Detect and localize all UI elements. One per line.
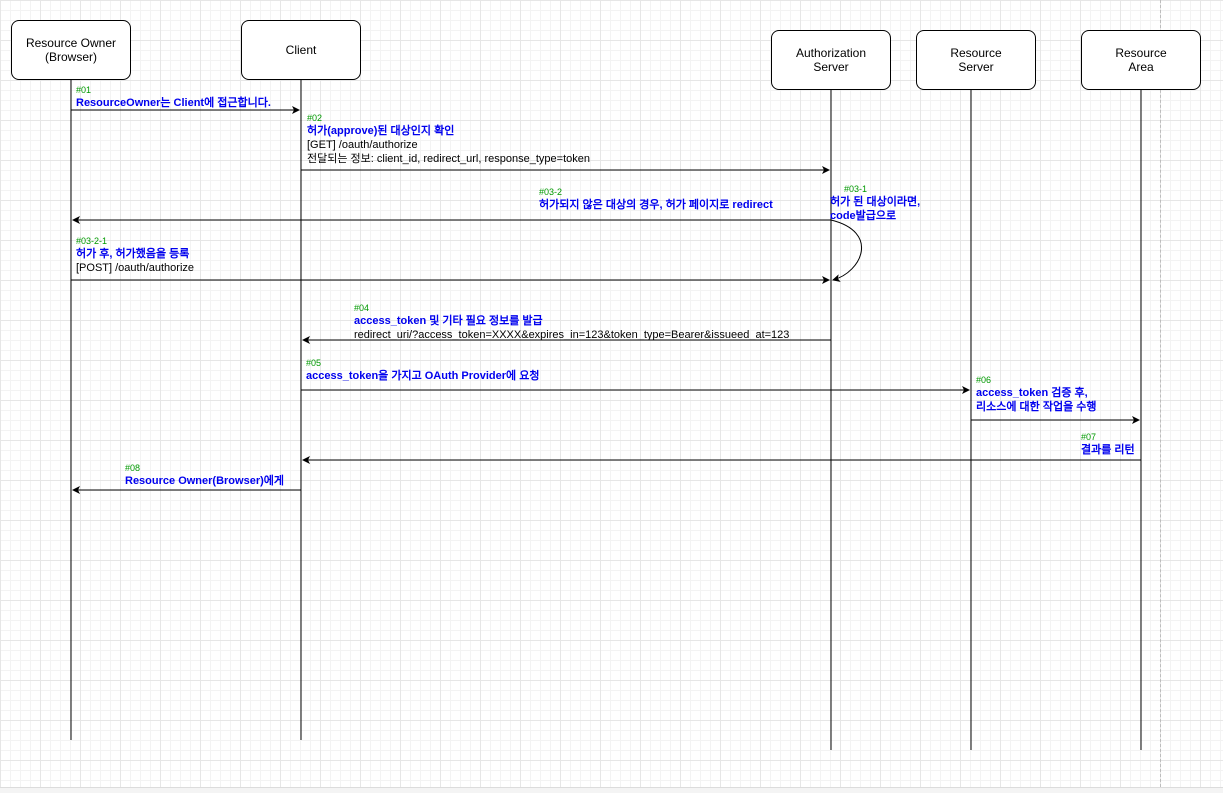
message-number: #03-2: [539, 187, 563, 197]
actor-authorization-server[interactable]: Authorization Server: [771, 30, 891, 90]
message-number: #03-1: [844, 184, 868, 194]
actor-resource-area[interactable]: Resource Area: [1081, 30, 1201, 90]
message-number: #07: [1081, 432, 1097, 442]
lifelines: [70, 80, 1142, 750]
bottom-strip: [0, 787, 1223, 793]
message-number: #01: [76, 85, 92, 95]
message-label-m02: #02 허가(approve)된 대상인지 확인 [GET] /oauth/au…: [307, 113, 590, 166]
message-number: #03-2-1: [76, 236, 108, 246]
page-break-line: [1160, 0, 1161, 787]
message-label-m0301: #03-1 허가 된 대상이라면, code발급으로: [830, 184, 920, 223]
message-number: #05: [306, 358, 322, 368]
message-label-m06: #06 access_token 검증 후, 리소스에 대한 작업을 수행: [976, 375, 1097, 414]
actor-resource-owner[interactable]: Resource Owner (Browser): [11, 20, 131, 80]
message-text: 허가 후, 허가했음을 등록: [76, 248, 190, 260]
message-text: Resource Owner(Browser)에게: [125, 475, 285, 487]
message-label-m05: #05 access_token을 가지고 OAuth Provider에 요청: [306, 358, 539, 383]
actor-client[interactable]: Client: [241, 20, 361, 80]
message-arrows: [71, 106, 1141, 494]
message-detail: [POST] /oauth/authorize: [76, 262, 195, 274]
message-label-m07: #07 결과를 리턴: [1081, 432, 1135, 457]
message-label-m03021: #03-2-1 허가 후, 허가했음을 등록 [POST] /oauth/aut…: [76, 236, 194, 275]
message-text: 허가 된 대상이라면,: [830, 196, 921, 208]
message-label-m08: #08 Resource Owner(Browser)에게: [125, 463, 284, 488]
message-text: 허가(approve)된 대상인지 확인: [307, 125, 455, 137]
message-text: 리소스에 대한 작업을 수행: [976, 401, 1097, 413]
message-number: #06: [976, 375, 992, 385]
message-text: access_token을 가지고 OAuth Provider에 요청: [306, 370, 540, 382]
message-detail: [GET] /oauth/authorize: [307, 139, 418, 151]
message-text: 허가되지 않은 대상의 경우, 허가 페이지로 redirect: [539, 199, 773, 211]
message-detail: 전달되는 정보: client_id, redirect_url, respon…: [307, 153, 590, 165]
message-number: #02: [307, 113, 323, 123]
actor-resource-server[interactable]: Resource Server: [916, 30, 1036, 90]
message-text: access_token 검증 후,: [976, 387, 1088, 399]
arrow-m0301-self: [830, 219, 862, 282]
message-label-m01: #01 ResourceOwner는 Client에 접근합니다.: [76, 85, 271, 110]
message-number: #04: [354, 303, 370, 313]
message-number: #08: [125, 463, 141, 473]
message-label-m04: #04 access_token 및 기타 필요 정보를 발급 redirect…: [354, 303, 789, 342]
message-label-m0302: #03-2 허가되지 않은 대상의 경우, 허가 페이지로 redirect: [539, 187, 773, 212]
message-text: 결과를 리턴: [1081, 444, 1135, 456]
message-text: access_token 및 기타 필요 정보를 발급: [354, 315, 543, 327]
message-text: code발급으로: [830, 210, 897, 222]
message-text: ResourceOwner는 Client에 접근합니다.: [76, 97, 271, 109]
message-detail: redirect_uri/?access_token=XXXX&expires_…: [354, 329, 790, 341]
